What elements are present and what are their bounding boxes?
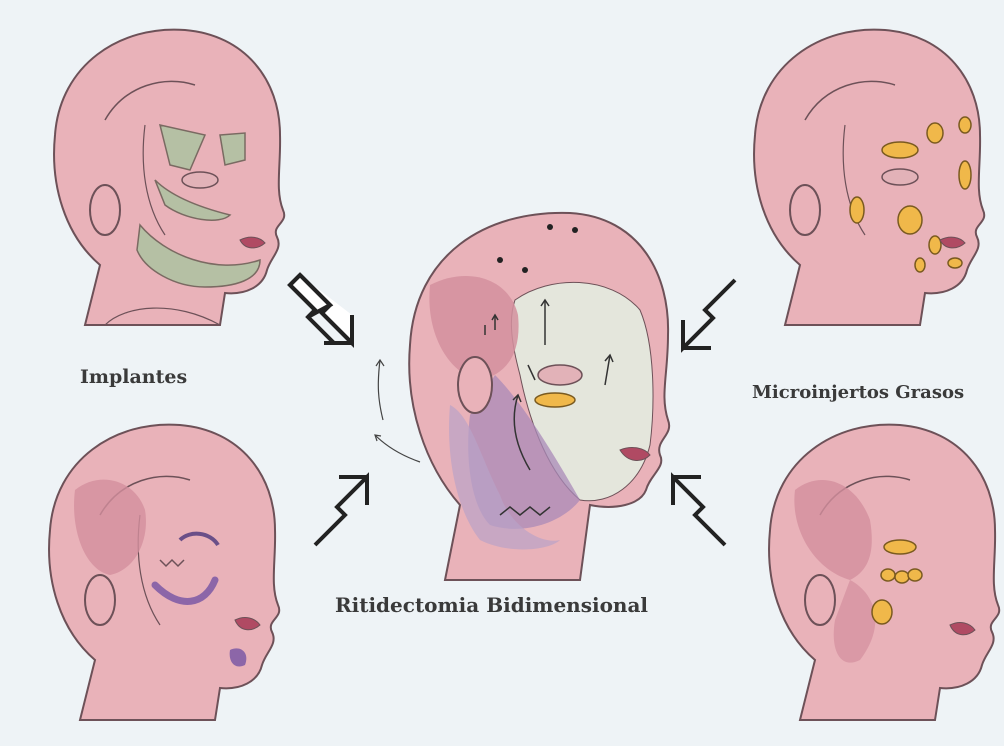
- head-lower-right: [769, 425, 999, 720]
- head-suture: [49, 425, 279, 720]
- arrow-top-right: [683, 280, 735, 348]
- arrow-bottom-left: [315, 477, 367, 545]
- arrow-bottom-right: [673, 477, 725, 545]
- label-implantes: Implantes: [80, 366, 187, 388]
- head-implantes: [54, 30, 284, 325]
- label-microinjertos: Microinjertos Grasos: [752, 382, 964, 403]
- head-microinjertos: [754, 30, 984, 325]
- label-ritidectomia: Ritidectomia Bidimensional: [335, 593, 648, 617]
- head-ritidectomia: [409, 213, 669, 580]
